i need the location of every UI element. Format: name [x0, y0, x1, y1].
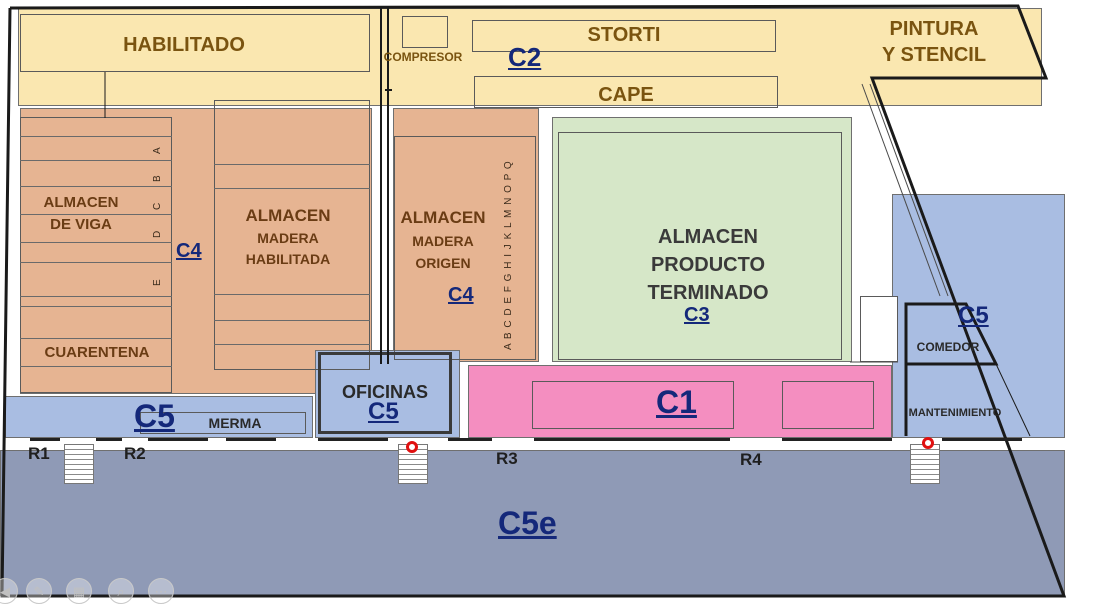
- zone-c5-left: [5, 396, 313, 438]
- zone-c2: [18, 8, 1042, 106]
- producto-label-2: PRODUCTO: [650, 254, 766, 276]
- oficinas-box: [318, 352, 452, 434]
- dock-segment: [782, 438, 892, 441]
- viga-rack: [20, 117, 172, 393]
- viga-shelf: [20, 186, 172, 187]
- rack-letter: B: [152, 173, 163, 182]
- merma-label: MERMA: [208, 415, 262, 431]
- habilitado-label: HABILITADO: [123, 34, 245, 56]
- code-c4-left: C4: [176, 240, 202, 262]
- viga-shelf: [20, 242, 172, 243]
- code-c2: C2: [508, 42, 542, 72]
- storti-box: [472, 20, 776, 52]
- dock-segment: [448, 438, 492, 441]
- dock-label-r1: R1: [28, 444, 50, 463]
- compresor-box: [402, 16, 448, 48]
- rack-letter: A: [152, 145, 163, 154]
- zone-c5e: [0, 450, 1065, 596]
- zone-c5-oficinas: [315, 350, 460, 438]
- viga-shelf: [20, 296, 172, 297]
- viga-shelf: [20, 262, 172, 263]
- zone-c3: [552, 117, 852, 362]
- stair-icon: [910, 444, 940, 484]
- dock-label-r4: R4: [740, 450, 762, 469]
- madera-hab-rack: [214, 100, 370, 370]
- dock-segment: [318, 438, 388, 441]
- rack-letter: E: [152, 277, 163, 286]
- code-c3: C3: [684, 304, 710, 326]
- code-c5-left: C5: [134, 398, 175, 434]
- cape-label: CAPE: [598, 84, 654, 106]
- dock-segment: [226, 438, 276, 441]
- origen-rack: [394, 136, 536, 360]
- storti-label: STORTI: [587, 24, 661, 46]
- madera-shelf: [214, 188, 370, 189]
- zone-c4-left: [20, 108, 372, 394]
- viga-rack-letters: A B C D E: [150, 140, 166, 286]
- viga-shelf: [20, 306, 172, 307]
- zone-c4-right: [393, 108, 539, 362]
- dock-label-r3: R3: [496, 449, 518, 468]
- stair-icon: [64, 444, 94, 484]
- madera-hab-label-2: MADERA: [257, 230, 319, 246]
- pintura-label-2: Y STENCIL: [881, 44, 987, 66]
- rack-letter: C: [152, 200, 163, 210]
- corridor-box: [860, 296, 898, 362]
- more-icon[interactable]: ⋯: [148, 578, 174, 604]
- comedor-label: COMEDOR: [916, 340, 980, 354]
- slides-icon[interactable]: ▦: [66, 578, 92, 604]
- cuarentena-label: CUARENTENA: [44, 344, 150, 361]
- cape-box: [474, 76, 778, 108]
- dock-segment: [30, 438, 60, 441]
- dock-segment: [534, 438, 730, 441]
- zone-c5-right: [892, 194, 1065, 438]
- alarm-icon: [922, 437, 934, 449]
- dock-label-r2: R2: [124, 444, 146, 463]
- oficinas-label: OFICINAS: [341, 382, 428, 402]
- code-c5-oficinas: C5: [368, 398, 399, 425]
- viga-shelf: [20, 338, 172, 339]
- code-c1: C1: [656, 384, 697, 420]
- code-c4-right: C4: [448, 284, 474, 306]
- madera-origen-label-3: ORIGEN: [415, 255, 471, 271]
- merma-box: [140, 412, 306, 434]
- zoom-icon[interactable]: ⌕: [108, 578, 134, 604]
- alarm-icon: [406, 441, 418, 453]
- madera-shelf: [214, 294, 370, 295]
- madera-shelf: [214, 164, 370, 165]
- dock-segment: [148, 438, 208, 441]
- almacen-viga-label-2: DE VIGA: [50, 216, 112, 233]
- mantenimiento-label: MANTENIMIENTO: [908, 407, 1002, 419]
- dock-segment: [942, 438, 1022, 441]
- producto-label-1: ALMACEN: [658, 226, 758, 248]
- madera-origen-label-1: ALMACEN: [400, 208, 486, 227]
- pintura-label-1: PINTURA: [889, 18, 979, 40]
- viga-shelf: [20, 160, 172, 161]
- compresor-label: COMPRESOR: [383, 50, 463, 64]
- viga-shelf: [20, 214, 172, 215]
- pen-icon[interactable]: ✎: [26, 578, 52, 604]
- madera-hab-label-1: ALMACEN: [245, 206, 331, 225]
- rack-letter: D: [152, 228, 163, 238]
- viga-shelf: [20, 366, 172, 367]
- code-c5e: C5e: [498, 505, 557, 541]
- zone-c1: [468, 365, 892, 438]
- producto-label-3: TERMINADO: [647, 282, 769, 304]
- almacen-viga-label-1: ALMACEN: [43, 194, 119, 211]
- c1-box-left: [532, 381, 734, 429]
- producto-inner: [558, 132, 842, 360]
- c1-box-right: [782, 381, 874, 429]
- origen-rack-letters: A B C D E F G H I J K L M N O P Q: [503, 160, 514, 350]
- dock-segment: [96, 438, 122, 441]
- madera-hab-label-3: HABILITADA: [245, 251, 331, 267]
- viga-shelf: [20, 136, 172, 137]
- code-c5-right: C5: [958, 302, 989, 329]
- madera-shelf: [214, 344, 370, 345]
- habilitado-box: [20, 14, 370, 72]
- madera-shelf: [214, 320, 370, 321]
- madera-origen-label-2: MADERA: [412, 233, 474, 249]
